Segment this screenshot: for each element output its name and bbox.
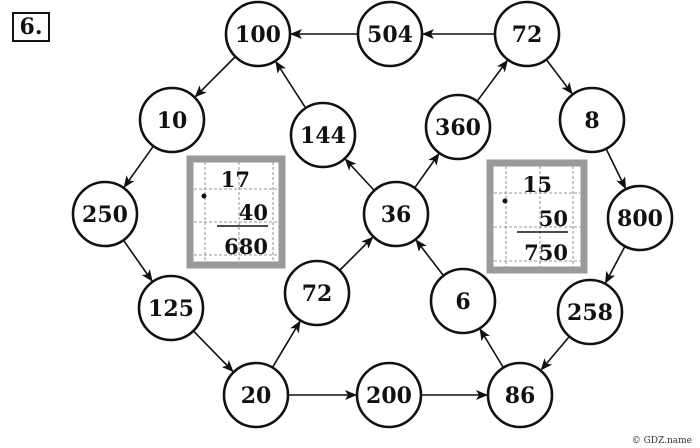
- node-n72top: 72: [493, 0, 561, 68]
- arrow-n100-to-n10: [194, 56, 236, 98]
- node-label: 258: [567, 300, 613, 326]
- arrow-n360-to-n72top: [476, 59, 508, 102]
- node-circle: [138, 86, 206, 154]
- arrow-n6-to-n36: [415, 239, 445, 277]
- arrow-n36-to-n144: [344, 158, 375, 192]
- node-n36: 36: [362, 180, 430, 248]
- node-n100: 100: [224, 0, 292, 68]
- arrow-n125-to-n20: [192, 330, 234, 373]
- node-circle: [556, 278, 624, 346]
- node-circle: [222, 361, 290, 429]
- arrow-n258-to-n86: [540, 335, 570, 371]
- multiplicand: 17: [221, 167, 250, 192]
- nodes: 100 504 72 10 144 360 8 250 36 800 125 72 6 258 20 200 8…: [71, 0, 674, 429]
- node-n250: 250: [71, 180, 139, 248]
- node-label: 8: [584, 108, 599, 134]
- node-n258: 258: [556, 278, 624, 346]
- multiplier: 40: [239, 200, 268, 225]
- node-circle: [606, 184, 674, 252]
- arrow-n10-to-n250: [123, 145, 155, 188]
- node-label: 36: [381, 202, 412, 228]
- node-n6: 6: [429, 267, 497, 335]
- arrow-n86-to-n6: [479, 328, 505, 369]
- node-circle: [424, 93, 492, 161]
- node-label: 86: [505, 383, 536, 409]
- node-circle: [355, 361, 423, 429]
- node-circle: [283, 259, 351, 327]
- node-label: 6: [455, 289, 470, 315]
- multiply-dot-icon: [201, 193, 207, 199]
- node-n72mid: 72: [283, 259, 351, 327]
- node-label: 72: [302, 281, 333, 307]
- node-n125: 125: [137, 274, 205, 342]
- node-n86: 86: [486, 361, 554, 429]
- arrow-n8-to-n800: [605, 148, 627, 190]
- node-n360: 360: [424, 93, 492, 161]
- node-label: 10: [157, 108, 188, 134]
- node-n144: 144: [289, 101, 357, 169]
- product: 680: [224, 234, 268, 259]
- calc-box-right: 15 50 750: [486, 159, 588, 274]
- node-label: 504: [367, 22, 413, 48]
- arrow-n250-to-n125: [122, 239, 153, 282]
- node-n200: 200: [355, 361, 423, 429]
- node-circle: [356, 0, 424, 68]
- node-label: 360: [435, 115, 481, 141]
- node-circle: [224, 0, 292, 68]
- node-label: 72: [512, 22, 543, 48]
- node-n20: 20: [222, 361, 290, 429]
- node-label: 125: [148, 296, 194, 322]
- node-label: 200: [366, 383, 412, 409]
- node-n8: 8: [558, 86, 626, 154]
- arrow-n36-to-n360: [413, 153, 440, 189]
- multiplicand: 15: [523, 172, 552, 197]
- arrow-n72mid-to-n36: [339, 236, 374, 271]
- node-circle: [71, 180, 139, 248]
- node-label: 100: [235, 22, 281, 48]
- task-number: 6.: [12, 12, 50, 42]
- node-circle: [137, 274, 205, 342]
- node-circle: [289, 101, 357, 169]
- node-label: 800: [617, 206, 663, 232]
- arrow-n144-to-n100: [275, 60, 307, 109]
- calc-box-left: 17 40 680: [186, 155, 286, 269]
- watermark: © GDZ.name: [631, 436, 692, 446]
- node-circle: [362, 180, 430, 248]
- arrow-n72top-to-n8: [545, 59, 573, 95]
- multiplier: 50: [539, 206, 568, 231]
- node-label: 250: [82, 202, 128, 228]
- node-n800: 800: [606, 184, 674, 252]
- arrow-n800-to-n258: [604, 245, 626, 284]
- node-circle: [486, 361, 554, 429]
- node-n504: 504: [356, 0, 424, 68]
- node-label: 20: [241, 383, 272, 409]
- edges: [122, 29, 627, 400]
- node-n10: 10: [138, 86, 206, 154]
- node-circle: [429, 267, 497, 335]
- node-label: 144: [300, 123, 346, 149]
- arrow-n20-to-n72mid: [271, 320, 301, 368]
- node-circle: [493, 0, 561, 68]
- product: 750: [524, 240, 568, 265]
- node-circle: [558, 86, 626, 154]
- multiply-dot-icon: [502, 198, 508, 204]
